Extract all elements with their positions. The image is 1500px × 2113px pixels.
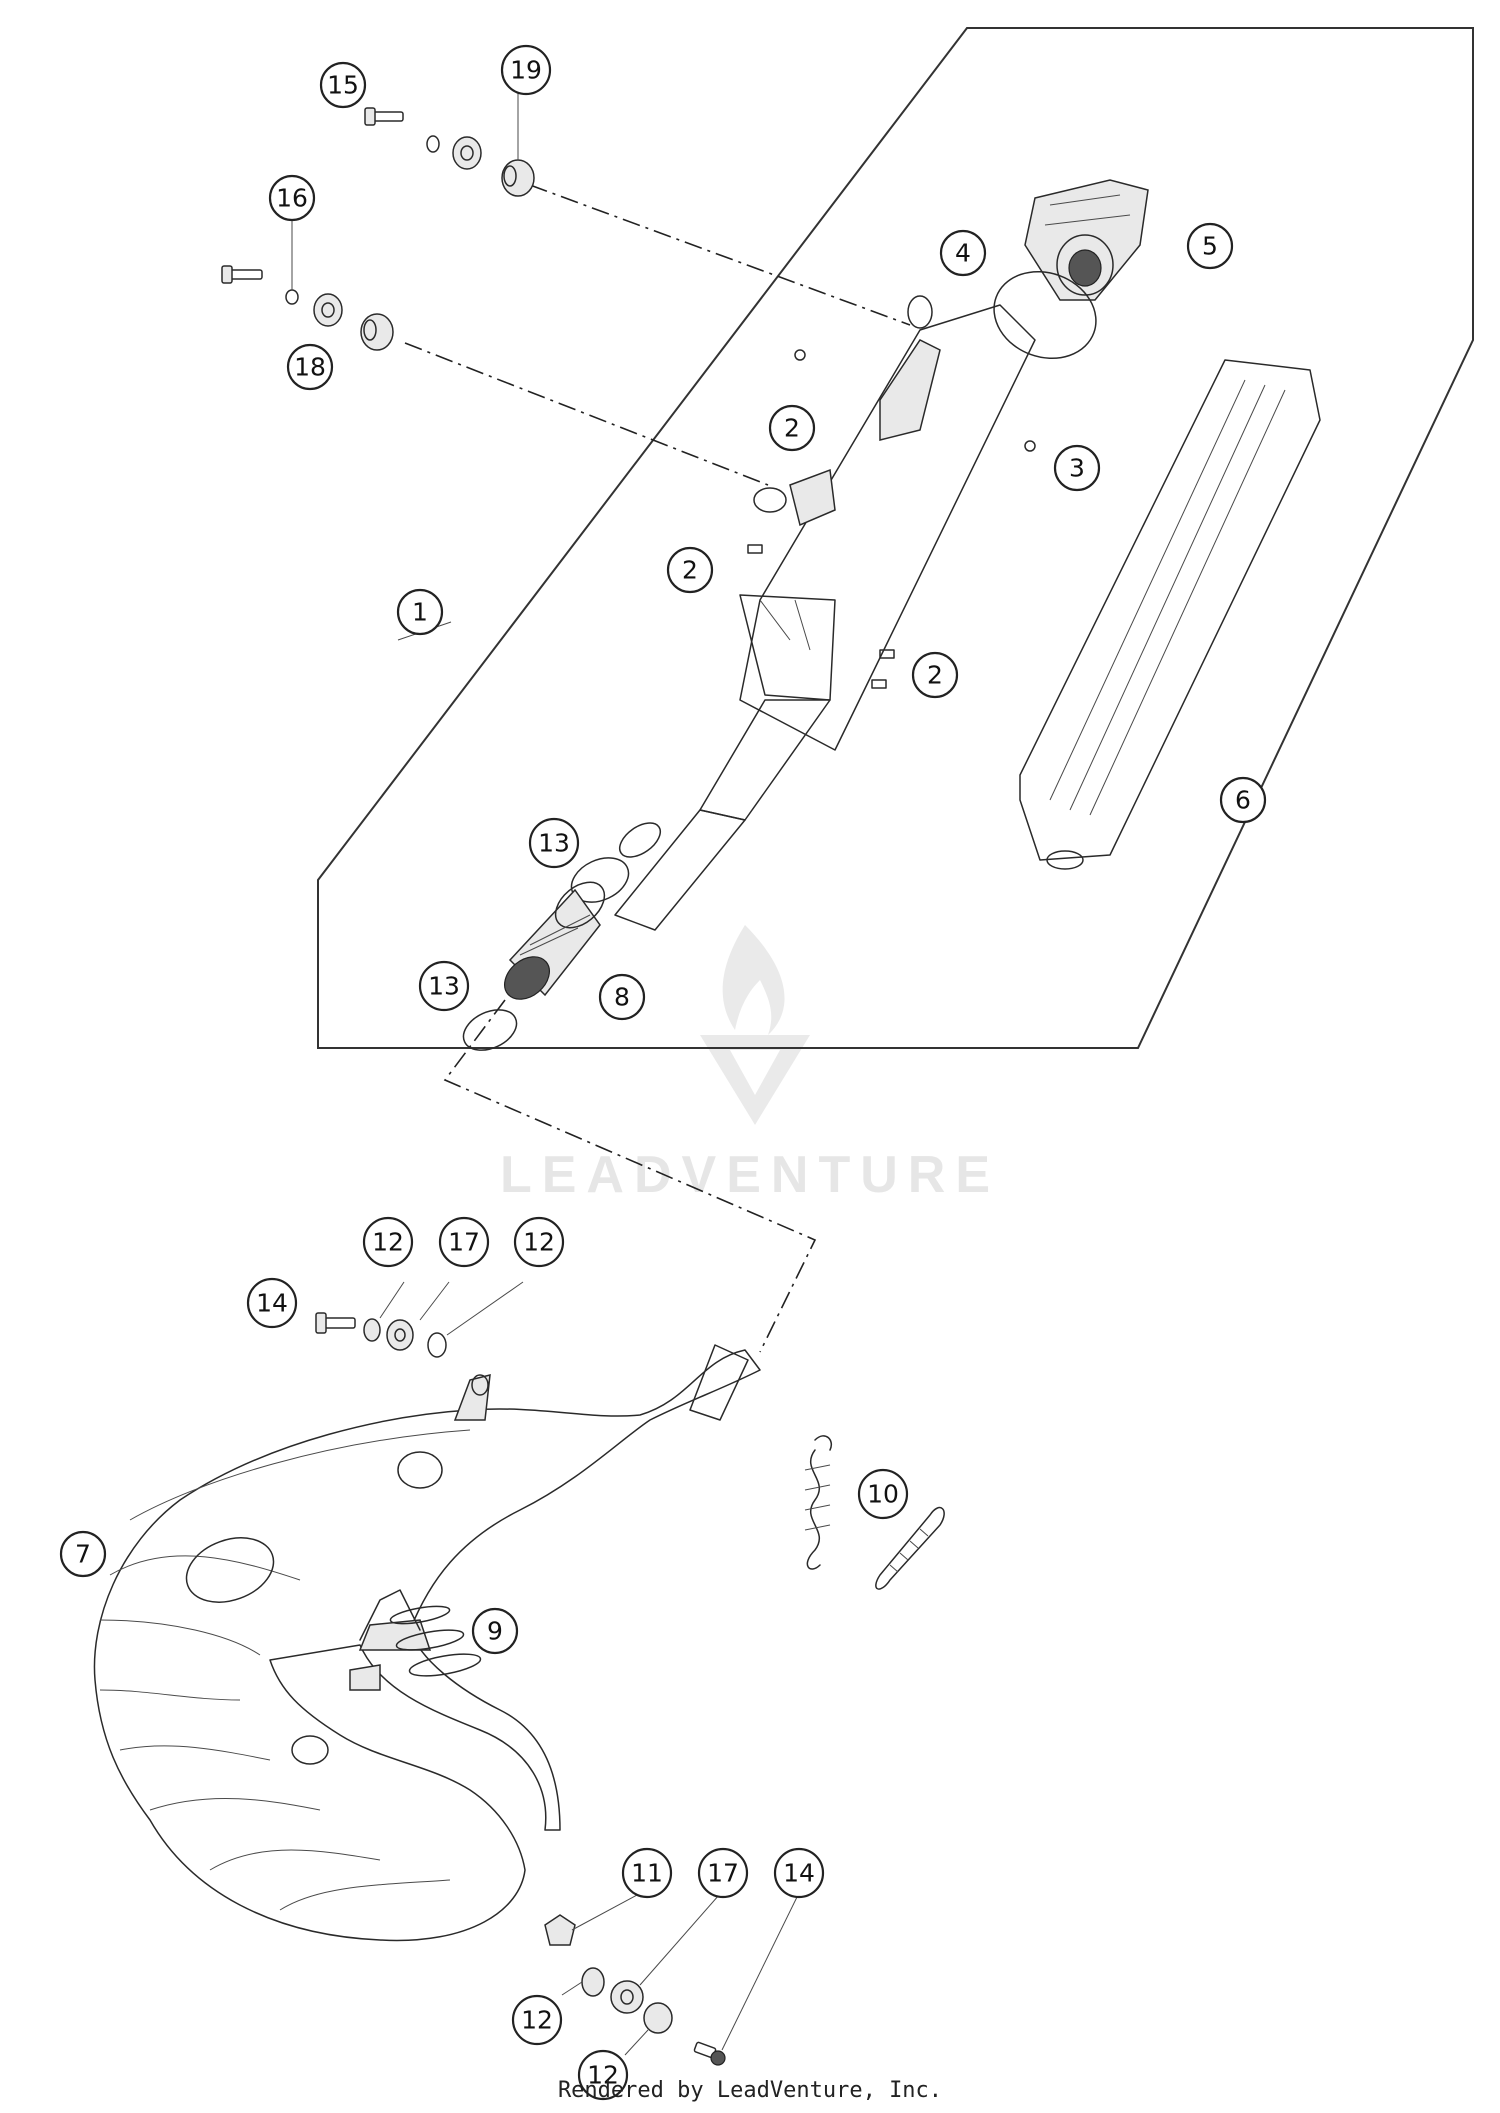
bolt-15 bbox=[364, 107, 404, 126]
callout-12c: 12 bbox=[511, 1994, 563, 2046]
callout-leaders bbox=[291, 93, 799, 2056]
callout-number: 18 bbox=[294, 353, 326, 382]
callout-number: 9 bbox=[487, 1617, 503, 1646]
rubber-17-middle bbox=[386, 1319, 414, 1351]
callout-number: 12 bbox=[523, 1228, 555, 1257]
callout-7: 7 bbox=[59, 1530, 107, 1578]
washer-18 bbox=[313, 293, 343, 327]
gasket-13-bottom bbox=[462, 1009, 518, 1051]
callout-number: 14 bbox=[256, 1289, 288, 1318]
callout-number: 8 bbox=[614, 983, 630, 1012]
footer-credit: Rendered by LeadVenture, Inc. bbox=[557, 2078, 943, 2103]
watermark-text: LEADVENTURE bbox=[500, 1146, 1000, 1204]
callout-number: 13 bbox=[538, 829, 570, 858]
callout-12b: 12 bbox=[513, 1216, 565, 1268]
callout-number: 10 bbox=[867, 1480, 899, 1509]
spring-10-a bbox=[804, 1435, 832, 1570]
callout-5: 5 bbox=[1186, 222, 1234, 270]
callout-number: 2 bbox=[784, 414, 800, 443]
end-cap-5 bbox=[1024, 179, 1149, 301]
callout-17b: 17 bbox=[697, 1847, 749, 1899]
callout-number: 7 bbox=[75, 1540, 91, 1569]
callout-number: 2 bbox=[927, 661, 943, 690]
bolt-14-lower bbox=[693, 2041, 726, 2066]
callout-number: 14 bbox=[783, 1859, 815, 1888]
rubber-grommet-19 bbox=[501, 159, 535, 197]
callout-number: 12 bbox=[372, 1228, 404, 1257]
washer-small-top bbox=[426, 135, 440, 153]
callout-number: 13 bbox=[428, 972, 460, 1001]
callout-15: 15 bbox=[319, 61, 367, 109]
callout-12d: 12 bbox=[577, 2049, 629, 2101]
callout-8: 8 bbox=[598, 973, 646, 1021]
callout-number: 12 bbox=[587, 2061, 619, 2090]
spacer-rings-9 bbox=[389, 1605, 482, 1677]
callout-number: 6 bbox=[1235, 786, 1251, 815]
washer-12-middle-a bbox=[363, 1318, 381, 1342]
washer-16 bbox=[285, 289, 299, 305]
callout-14a: 14 bbox=[246, 1277, 298, 1329]
clip-nut-11 bbox=[544, 1914, 576, 1946]
silencer-body bbox=[614, 295, 1036, 931]
screw-2-top bbox=[794, 349, 806, 361]
callout-number: 11 bbox=[631, 1859, 663, 1888]
callout-2a: 2 bbox=[768, 404, 816, 452]
assembly-1-frame bbox=[317, 27, 1474, 1049]
bolt-14-middle bbox=[315, 1312, 356, 1334]
callout-number: 16 bbox=[276, 184, 308, 213]
o-ring-4 bbox=[993, 270, 1097, 360]
spring-10-b bbox=[875, 1506, 945, 1590]
callout-12a: 12 bbox=[362, 1216, 414, 1268]
exhaust-pipe-7 bbox=[93, 1344, 761, 1942]
connector-8 bbox=[504, 881, 606, 1000]
screw-2-left bbox=[747, 544, 763, 554]
silencer-cover-6 bbox=[1019, 359, 1321, 870]
callout-18: 18 bbox=[286, 343, 334, 391]
callout-13a: 13 bbox=[528, 817, 580, 869]
leadventure-watermark: LEADVENTURE bbox=[500, 925, 1000, 1204]
callout-10: 10 bbox=[857, 1468, 909, 1520]
washer-12-lower-a bbox=[581, 1967, 605, 1997]
callout-11: 11 bbox=[621, 1847, 673, 1899]
callout-6: 6 bbox=[1219, 776, 1267, 824]
screw-2-right bbox=[871, 649, 895, 689]
callout-number: 12 bbox=[521, 2006, 553, 2035]
callout-9: 9 bbox=[471, 1607, 519, 1655]
callout-number: 3 bbox=[1069, 454, 1085, 483]
callout-3: 3 bbox=[1053, 444, 1101, 492]
washer-12-middle-b bbox=[427, 1332, 447, 1358]
leader-lines bbox=[404, 184, 911, 1353]
callout-13b: 13 bbox=[418, 960, 470, 1012]
callout-number: 17 bbox=[448, 1228, 480, 1257]
callout-number: 15 bbox=[327, 71, 359, 100]
rubber-grommet-lower bbox=[360, 313, 394, 351]
callout-number: 17 bbox=[707, 1859, 739, 1888]
callout-4: 4 bbox=[939, 229, 987, 277]
washer-top bbox=[452, 136, 482, 170]
callout-14b: 14 bbox=[773, 1847, 825, 1899]
callout-19: 19 bbox=[500, 44, 552, 96]
callout-2b: 2 bbox=[666, 546, 714, 594]
callout-1: 1 bbox=[396, 588, 444, 636]
callout-2c: 2 bbox=[911, 651, 959, 699]
callout-number: 2 bbox=[682, 556, 698, 585]
rubber-17-lower bbox=[610, 1980, 644, 2014]
callout-number: 4 bbox=[955, 239, 971, 268]
callout-number: 19 bbox=[510, 56, 542, 85]
rivet-3 bbox=[1024, 440, 1036, 452]
callout-number: 1 bbox=[412, 598, 428, 627]
callout-16: 16 bbox=[268, 174, 316, 222]
bolt-16 bbox=[221, 265, 263, 284]
washer-12-lower-b bbox=[643, 2002, 673, 2034]
callout-number: 5 bbox=[1202, 232, 1218, 261]
callout-17a: 17 bbox=[438, 1216, 490, 1268]
